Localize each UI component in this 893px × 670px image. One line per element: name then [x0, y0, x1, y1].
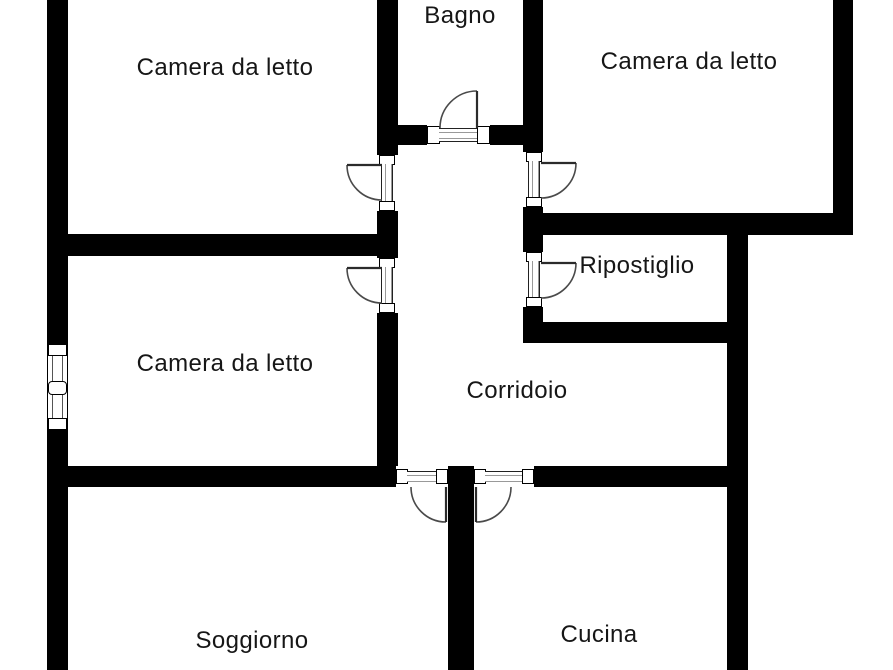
- ripostiglio-door-arc: [540, 262, 577, 299]
- door-track: [381, 267, 393, 304]
- bedroom2-door-frame: [526, 152, 542, 207]
- door-jamb: [526, 197, 542, 207]
- door-track: [528, 161, 540, 198]
- wall-ripostiglio-bottom: [523, 322, 748, 343]
- wall-bedroom2-bottom: [523, 213, 853, 235]
- wall-corridor-right-main: [727, 213, 748, 670]
- door-track: [485, 471, 523, 482]
- wall-exterior-right: [833, 0, 853, 235]
- door-track: [439, 128, 478, 142]
- wall-soggiorno-cucina-divider: [448, 466, 474, 670]
- wall-bedrooms-divider: [47, 234, 398, 256]
- cucina-door-arc: [475, 486, 512, 523]
- soggiorno-door-arc: [410, 486, 447, 523]
- door-jamb: [526, 297, 542, 307]
- wall-exterior-left-upper: [47, 0, 68, 343]
- room-label-ripostiglio: Ripostiglio: [579, 252, 695, 279]
- door-jamb: [436, 469, 448, 484]
- wall-exterior-left-lower: [47, 430, 68, 670]
- window-mullion: [48, 381, 67, 395]
- room-label-bagno: Bagno: [424, 2, 496, 29]
- cucina-door-frame: [474, 469, 534, 484]
- door-jamb: [477, 126, 490, 144]
- bedroom2-door-arc: [540, 162, 577, 199]
- wall-corridor-left-lower: [377, 313, 398, 466]
- door-jamb: [379, 303, 395, 313]
- door-track: [407, 471, 437, 482]
- wall-bagno-bottom-left: [398, 125, 427, 145]
- window-left-wall: [47, 343, 68, 430]
- room-label-cucina: Cucina: [560, 621, 638, 648]
- wall-bagno-left: [377, 0, 398, 155]
- bedroom1-door-frame: [379, 155, 395, 211]
- door-track: [381, 164, 393, 202]
- window-jamb-top: [48, 344, 67, 356]
- window-jamb-bottom: [48, 418, 67, 430]
- bedroom1-door-arc: [346, 164, 383, 201]
- wall-bagno-right: [523, 0, 543, 152]
- wall-soggiorno-top: [47, 466, 396, 487]
- bedroom3-door-frame: [379, 258, 395, 313]
- bedroom3-door-arc: [346, 267, 383, 304]
- door-jamb: [522, 469, 534, 484]
- door-jamb: [379, 201, 395, 211]
- room-label-soggiorno: Soggiorno: [195, 627, 309, 654]
- room-label-corridoio: Corridoio: [466, 377, 568, 404]
- room-label-camera-top-left: Camera da letto: [136, 54, 314, 81]
- wall-bagno-bottom-right: [490, 125, 523, 145]
- wall-cucina-top: [534, 466, 727, 487]
- bagno-door-frame: [427, 126, 490, 144]
- room-label-camera-top-right: Camera da letto: [600, 48, 778, 75]
- soggiorno-door-frame: [396, 469, 448, 484]
- room-label-camera-mid-left: Camera da letto: [136, 350, 314, 377]
- bagno-door-arc: [439, 90, 478, 129]
- door-track: [528, 261, 540, 298]
- ripostiglio-door-frame: [526, 252, 542, 307]
